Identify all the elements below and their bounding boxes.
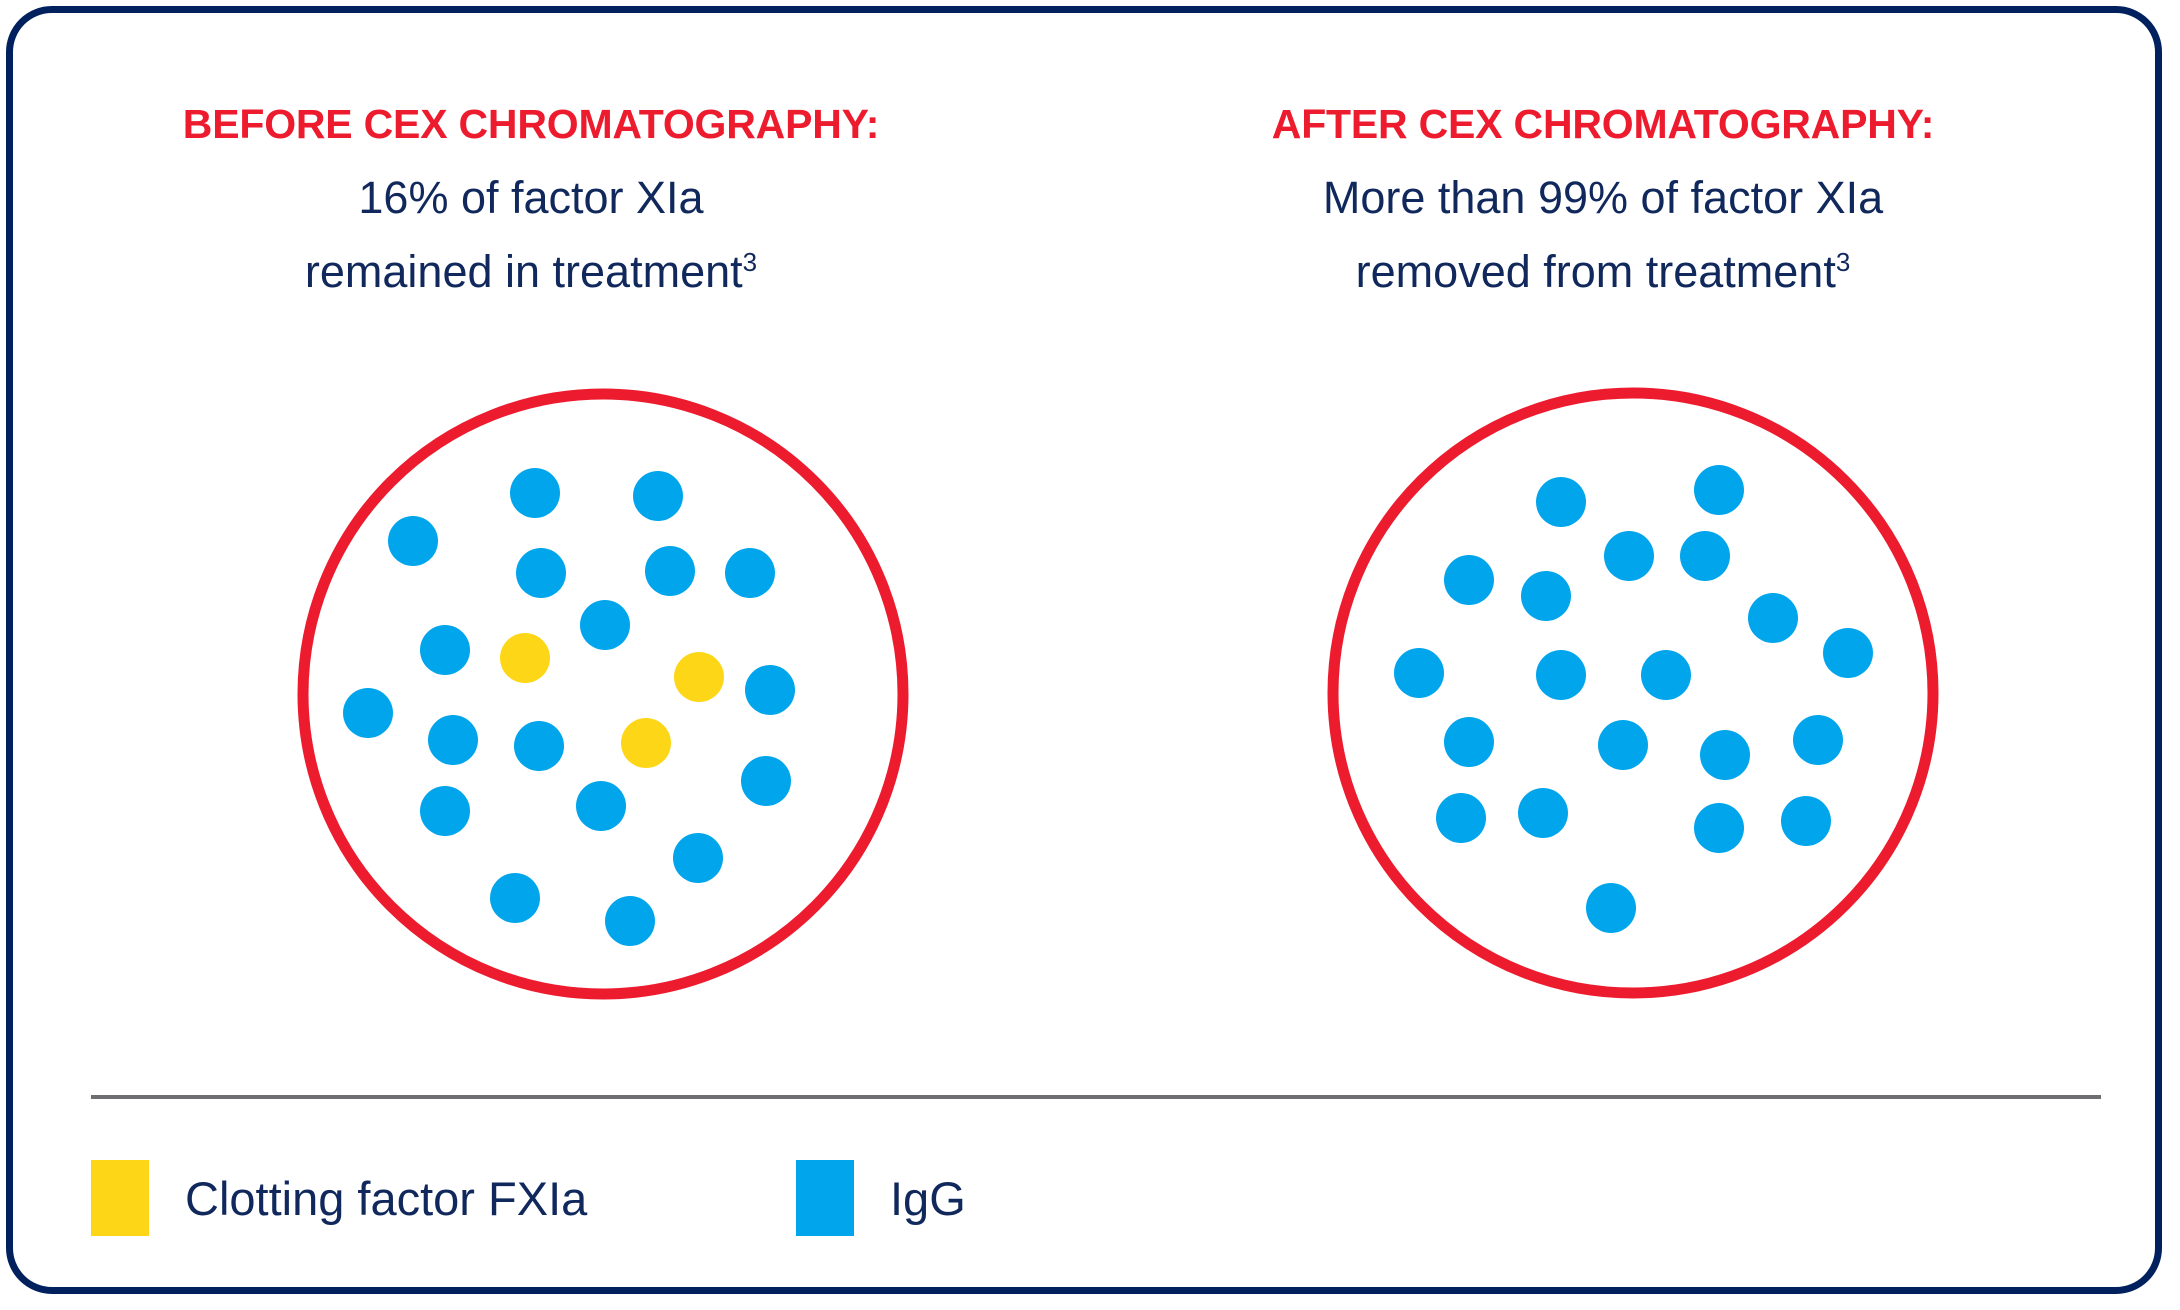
igg-dot [1436,793,1486,843]
igg-dot [673,833,723,883]
igg-dot [514,721,564,771]
panel-before-subtitle-line2: remained in treatment [304,246,743,297]
igg-dot [1518,788,1568,838]
igg-dot [745,665,795,715]
legend-label-clotting-factor: Clotting factor FXIa [185,1171,588,1225]
igg-dot [633,471,683,521]
igg-dot [388,516,438,566]
igg-dot [1641,650,1691,700]
panel-after-subtitle: More than 99% of factor XIa removed from… [1103,161,2103,309]
igg-dot [1444,555,1494,605]
panel-after-subtitle-line1: More than 99% of factor XIa [1322,172,1884,223]
igg-dot [725,548,775,598]
dish-svg [297,387,1939,1000]
igg-dot [741,756,791,806]
panel-after-subtitle-line2: removed from treatment [1355,246,1836,297]
igg-dot [1748,593,1798,643]
panel-before-title: BEFORE CEX CHROMATOGRAPHY: [182,101,880,147]
clotting-factor-dot [500,633,550,683]
igg-dot [1536,477,1586,527]
panel-before-subtitle: 16% of factor XIa remained in treatment3 [31,161,1031,309]
igg-dot [1694,803,1744,853]
panel-after-title: AFTER CEX CHROMATOGRAPHY: [1271,101,1935,147]
clotting-factor-dot [621,718,671,768]
legend-swatch-yellow [91,1160,149,1236]
igg-dot [1700,730,1750,780]
dish-before [297,388,909,1000]
igg-dot [576,781,626,831]
igg-dot [420,786,470,836]
dish-outline-circle [1327,387,1939,999]
legend-swatch-blue [796,1160,854,1236]
legend-divider [91,1095,2101,1099]
igg-dot [1444,717,1494,767]
igg-dot [510,468,560,518]
igg-dot [428,715,478,765]
igg-dot [490,873,540,923]
igg-dot [1521,571,1571,621]
igg-dot [1694,465,1744,515]
dish-outline-circle [297,388,909,1000]
igg-dot [1680,531,1730,581]
igg-dot [1604,531,1654,581]
igg-dot [1586,883,1636,933]
dish-after [1327,387,1939,999]
panel-before-subtitle-line1: 16% of factor XIa [358,172,704,223]
legend-item-igg: IgG [796,1153,966,1243]
igg-dot [1394,648,1444,698]
panel-after-citation: 3 [1835,247,1851,277]
legend-item-clotting-factor: Clotting factor FXIa [91,1153,587,1243]
clotting-factor-dot [674,652,724,702]
legend-label-igg: IgG [890,1171,966,1225]
igg-dot [1823,628,1873,678]
igg-dot [645,546,695,596]
igg-dot [1536,650,1586,700]
igg-dot [420,625,470,675]
igg-dot [1793,715,1843,765]
igg-dot [343,688,393,738]
igg-dot [1598,720,1648,770]
infographic-card: BEFORE CEX CHROMATOGRAPHY: 16% of factor… [6,6,2162,1294]
igg-dot [580,600,630,650]
panel-before-citation: 3 [742,247,758,277]
igg-dot [605,896,655,946]
igg-dot [516,548,566,598]
igg-dot [1781,796,1831,846]
molecule-diagram [13,13,2155,1033]
